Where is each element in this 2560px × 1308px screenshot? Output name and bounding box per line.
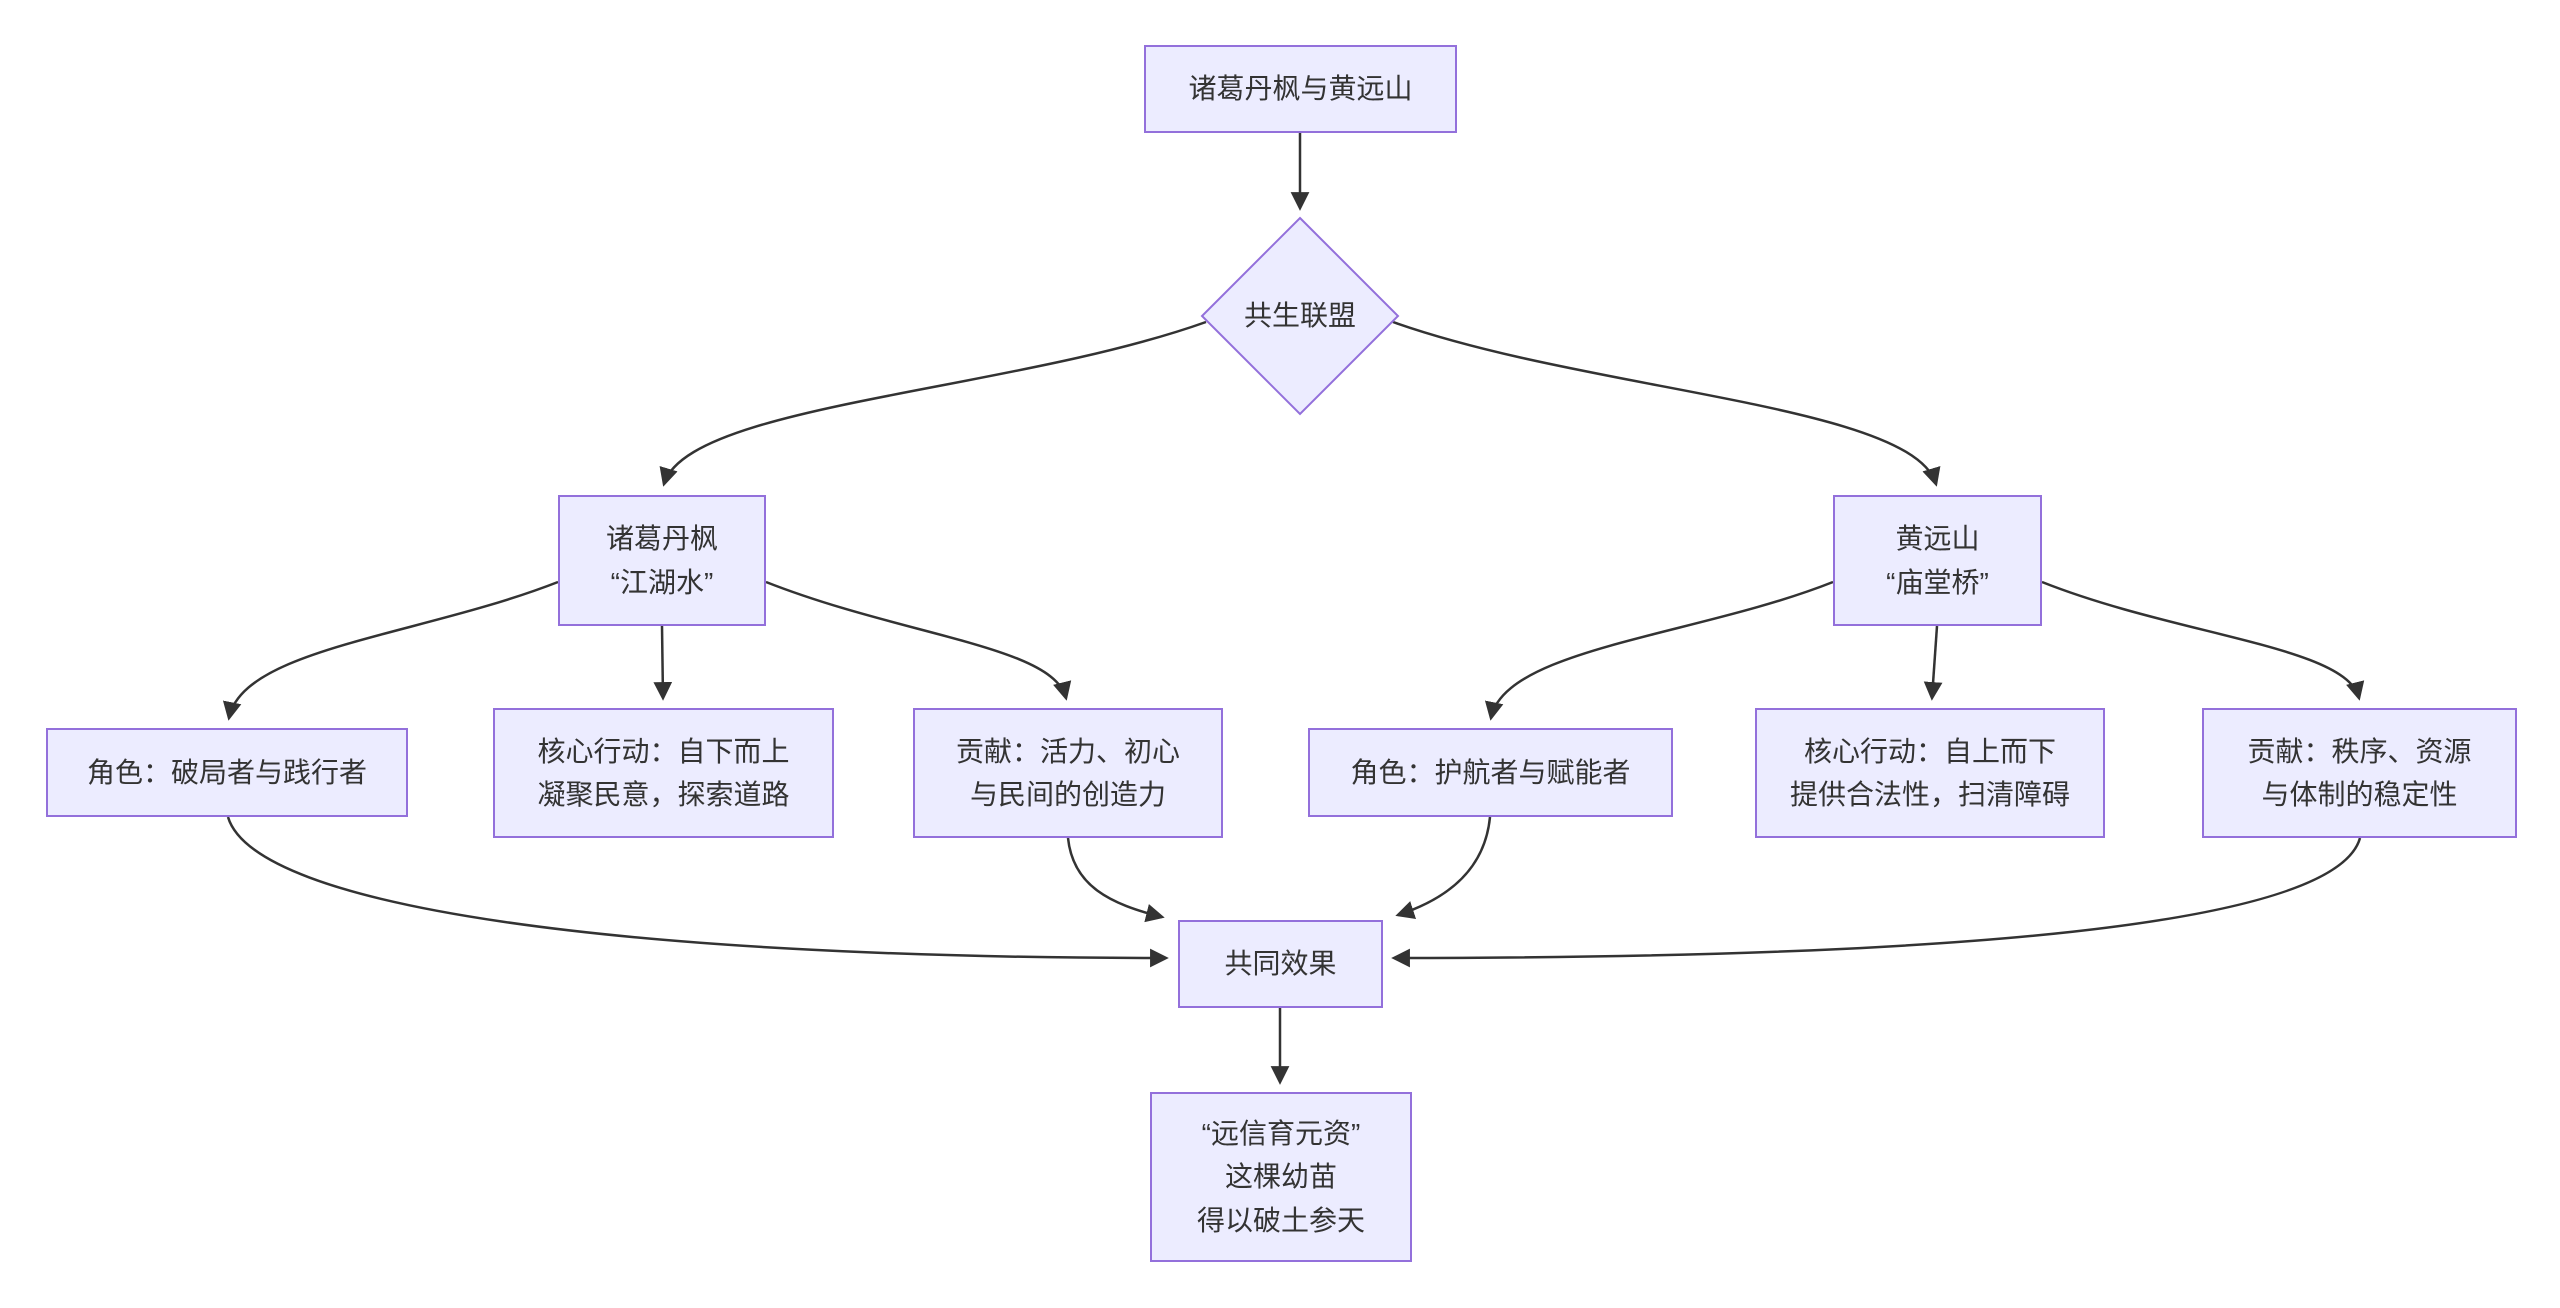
node-huang-role: 角色：护航者与赋能者: [1308, 728, 1673, 817]
node-root: 诸葛丹枫与黄远山: [1144, 45, 1457, 133]
edge-huang-gift-effect: [1391, 837, 2362, 968]
node-zhuge-role: 角色：破局者与践行者: [46, 728, 408, 817]
edge-zhuge-action: [653, 625, 673, 701]
edge-alliance-zhuge: [659, 320, 1207, 487]
node-alliance-shape: [1200, 216, 1400, 416]
edge-huang-gift: [2041, 580, 2365, 701]
edge-huang-role: [1484, 580, 1834, 721]
node-zhuge-action: 核心行动：自下而上 凝聚民意，探索道路: [493, 708, 834, 838]
edge-huang-role-effect: [1395, 816, 1492, 919]
node-huang: 黄远山 “庙堂桥”: [1833, 495, 2042, 626]
edge-zhuge-gift: [765, 580, 1072, 701]
node-outcome: “远信育元资” 这棵幼苗 得以破土参天: [1150, 1092, 1412, 1262]
node-zhuge: 诸葛丹枫 “江湖水”: [558, 495, 766, 626]
node-effect: 共同效果: [1178, 920, 1383, 1008]
edge-alliance-huang: [1392, 320, 1941, 487]
edge-huang-action: [1923, 625, 1943, 701]
edge-zhuge-gift-effect: [1066, 837, 1165, 923]
edge-zhuge-role-effect: [226, 816, 1169, 968]
node-alliance-label: 共生联盟: [1243, 300, 1356, 332]
node-huang-gift: 贡献：秩序、资源 与体制的稳定性: [2202, 708, 2517, 838]
node-zhuge-gift: 贡献：活力、初心 与民间的创造力: [913, 708, 1223, 838]
edge-zhuge-role: [222, 580, 559, 721]
node-huang-action: 核心行动：自上而下 提供合法性，扫清障碍: [1755, 708, 2105, 838]
